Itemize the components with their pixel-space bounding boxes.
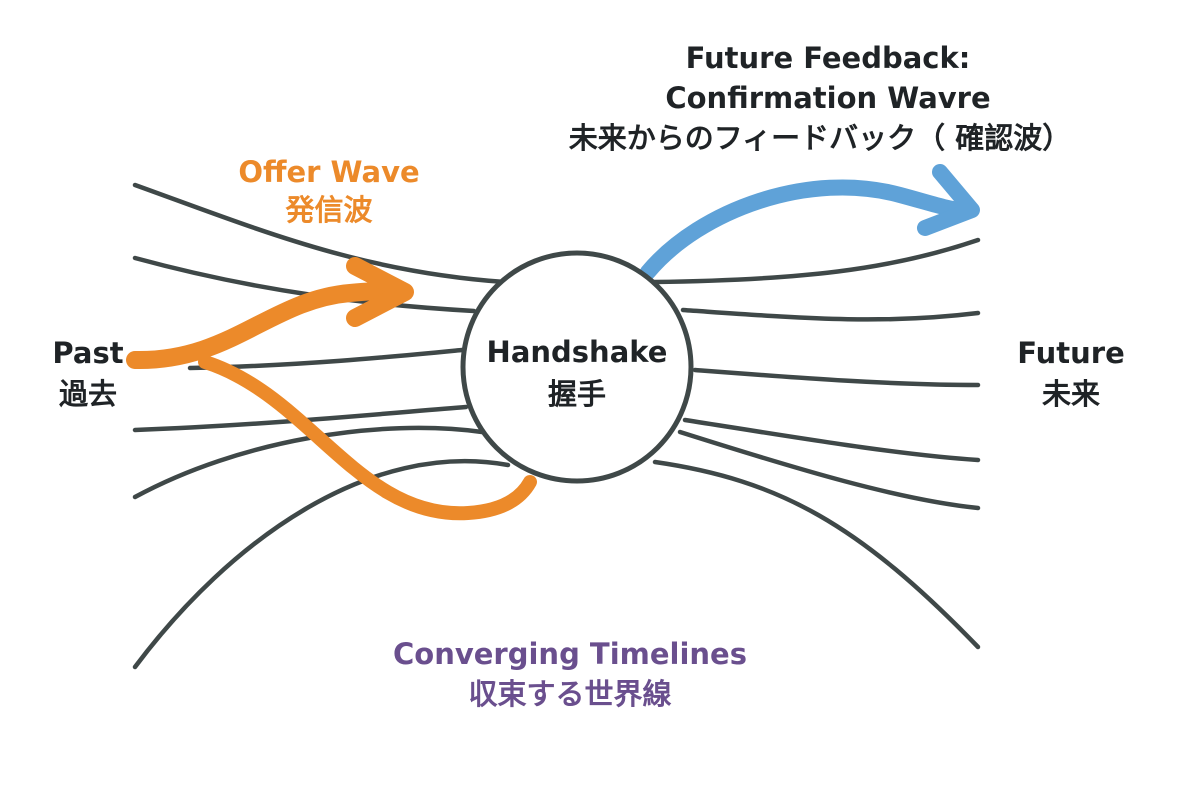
- future-feedback-subtitle: Confirmation Wavre: [665, 81, 990, 115]
- future-label: Future: [1017, 336, 1125, 370]
- timeline-6: [132, 458, 511, 670]
- timeline-12: [652, 459, 981, 650]
- offer-wave-label: Offer Wave: [238, 155, 419, 189]
- handshake-label: Handshake: [487, 335, 668, 369]
- timeline-10: [682, 417, 981, 463]
- confirmation-wave-curve: [640, 179, 970, 280]
- future-feedback-title: Future Feedback:: [686, 41, 971, 75]
- timeline-9: [692, 367, 981, 388]
- timeline-8: [680, 307, 981, 322]
- converging-timelines-label-ja: 収束する世界線: [468, 677, 671, 711]
- future-label-ja: 未来: [1042, 377, 1100, 411]
- offer-wave-lower-branch: [198, 355, 537, 521]
- future-feedback-ja: 未来からのフィードバック（ 確認波）: [569, 121, 1072, 155]
- offer-wave-upper-branch: [126, 282, 404, 370]
- converging-timelines-label: Converging Timelines: [393, 637, 747, 671]
- timeline-7: [651, 237, 981, 285]
- timeline-11: [677, 429, 981, 511]
- offer-arrow-icon: [346, 257, 414, 327]
- offer-wave: [126, 257, 537, 521]
- past-label-ja: 過去: [59, 377, 117, 411]
- handshake-label-ja: 握手: [548, 377, 606, 411]
- past-label: Past: [52, 336, 123, 370]
- handshake-circle: [460, 250, 694, 484]
- confirmation-arrow-icon: [917, 164, 980, 236]
- labels: Past 過去 Future 未来 Handshake 握手 Offer Wav…: [52, 41, 1124, 711]
- timeline-1: [132, 182, 508, 285]
- confirmation-wave: [640, 164, 980, 280]
- timeline-4: [132, 404, 469, 433]
- offer-wave-label-ja: 発信波: [284, 193, 373, 227]
